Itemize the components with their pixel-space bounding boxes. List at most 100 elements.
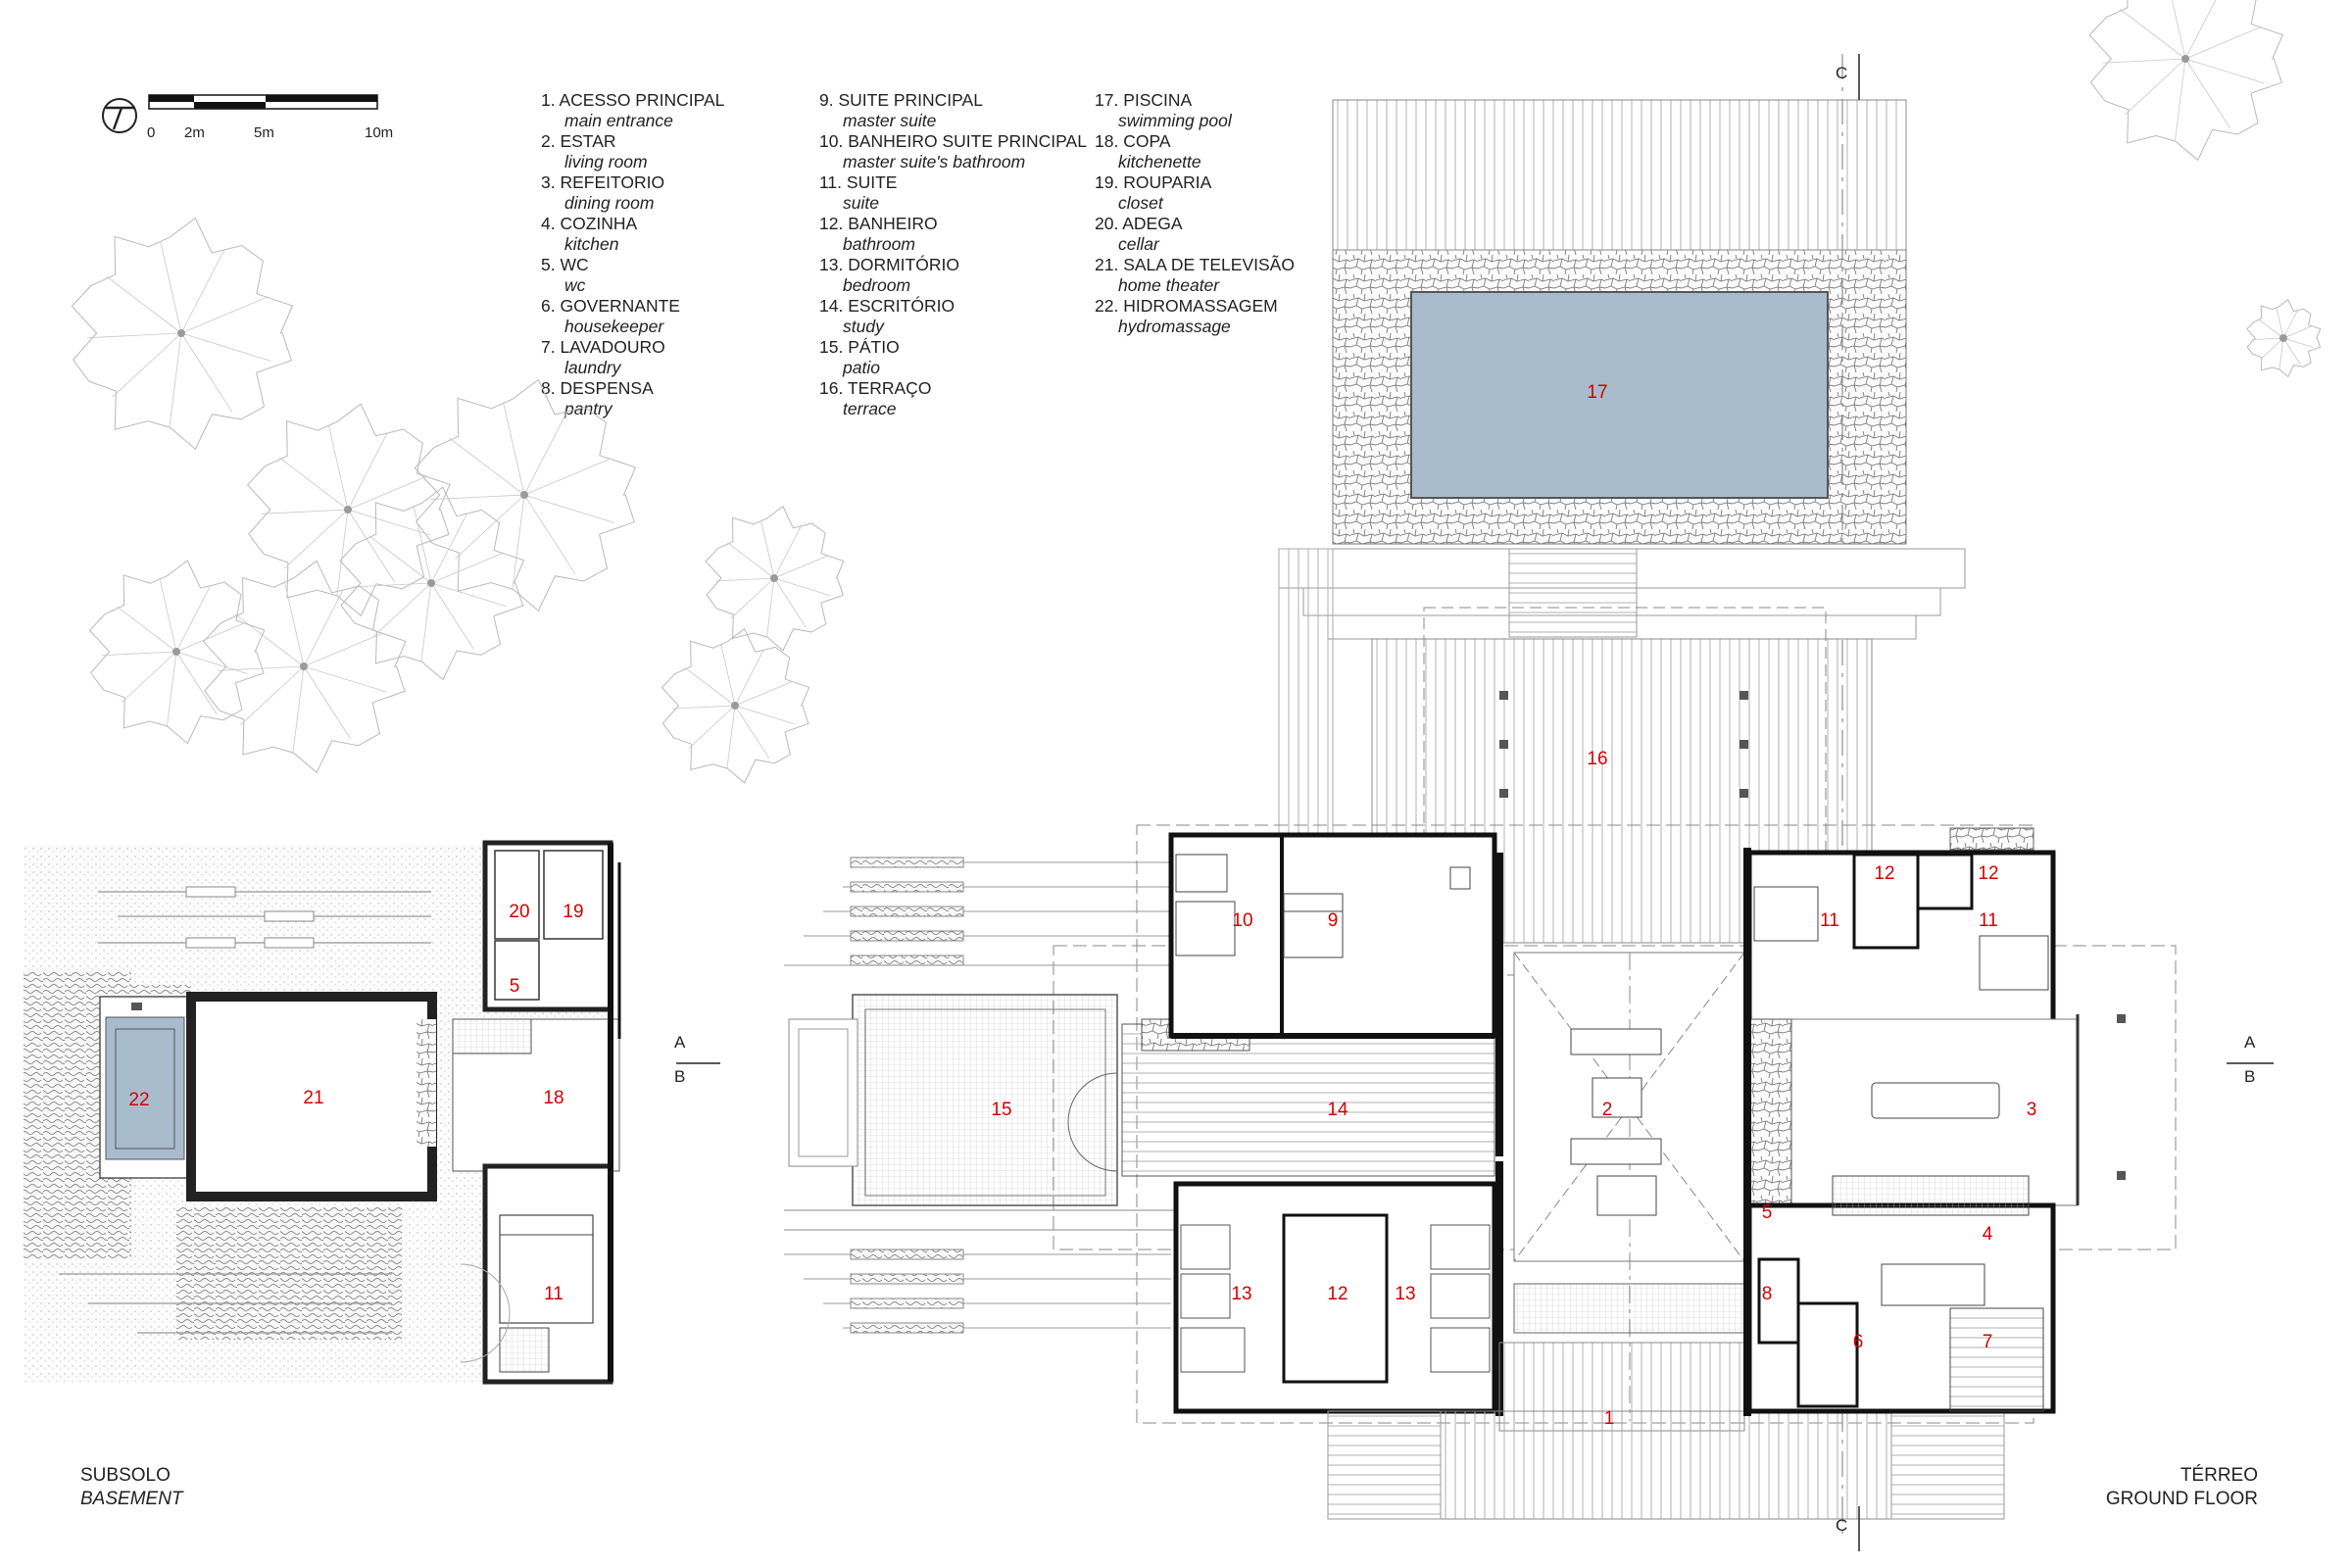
tree-branch: [180, 332, 233, 413]
tree-trunk: [177, 329, 185, 337]
room-number: 12: [1874, 863, 1894, 884]
room-number: 18: [543, 1088, 564, 1108]
tree-branch: [734, 680, 794, 707]
basement-caption-en: BASEMENT: [80, 1489, 183, 1509]
legend-item-en: bedroom: [843, 275, 911, 295]
legend-item-pt: 2. ESTAR: [541, 131, 616, 151]
tree-canopy-icon: [71, 217, 294, 451]
tree-branch: [175, 651, 218, 715]
tree-branch: [2251, 337, 2284, 340]
legend-item-en: pantry: [564, 399, 612, 418]
tree-trunk: [427, 579, 435, 587]
tree-canopy-icon: [705, 505, 845, 652]
tree-branch: [688, 705, 736, 749]
tree-branch: [175, 585, 212, 653]
legend-item-pt: 15. PÁTIO: [819, 337, 900, 357]
room-number: 22: [128, 1090, 149, 1110]
room-number: 9: [1328, 910, 1339, 931]
legend-item-en: home theater: [1118, 275, 1220, 295]
ground-floor-caption-pt: TÉRREO: [2180, 1465, 2258, 1486]
tree-branch: [430, 513, 467, 584]
room-number: 21: [303, 1088, 323, 1108]
scale-tick-2m: 2m: [184, 124, 205, 141]
tree-branch: [2119, 8, 2186, 60]
legend-item-en: cellar: [1118, 234, 1159, 254]
legend-item-en: swimming pool: [1118, 111, 1232, 130]
legend-item-en: study: [843, 317, 884, 336]
tree-branch: [2282, 310, 2298, 339]
north-arrow-icon: [102, 98, 137, 133]
legend-item-pt: 13. DORMITÓRIO: [819, 255, 959, 274]
tree-branch: [347, 509, 396, 583]
basement-room-numbers: 20 19 5 22 21 18 11: [128, 902, 583, 1304]
tree-branch: [180, 332, 271, 362]
tree-branch: [336, 509, 349, 596]
room-number: 13: [1395, 1284, 1415, 1304]
legend-item-en: kitchenette: [1118, 152, 1201, 172]
tree-canopy-icon: [2246, 299, 2322, 378]
tree-branch: [760, 520, 775, 579]
room-number: 7: [1983, 1332, 1993, 1352]
basement-caption-pt: SUBSOLO: [80, 1465, 171, 1486]
legend-item-pt: 11. SUITE: [819, 172, 898, 192]
tree-branch: [2184, 26, 2262, 60]
room-number: 12: [1978, 863, 1998, 884]
tree-branch: [672, 705, 736, 710]
tree-branch: [2171, 0, 2186, 60]
tree-branch: [347, 509, 431, 536]
tree-branch: [347, 432, 388, 511]
tree-branch: [121, 651, 177, 703]
tree-branch: [2282, 337, 2301, 366]
tree-branch: [715, 577, 775, 582]
tree-branch: [2175, 58, 2186, 141]
legend-item-en: master suite: [843, 111, 937, 130]
legend-item-en: suite: [843, 193, 879, 213]
tree-branch: [2276, 307, 2284, 339]
tree-branch: [726, 705, 736, 768]
tree-trunk: [2279, 334, 2287, 342]
tree-branch: [180, 249, 225, 334]
tree-trunk: [300, 662, 308, 670]
tree-branch: [240, 665, 305, 726]
room-number: 15: [991, 1100, 1011, 1120]
tree-branch: [169, 332, 182, 427]
room-number: 12: [1327, 1284, 1348, 1304]
tree-branch: [303, 632, 384, 667]
tree-branch: [430, 552, 504, 584]
legend-item-pt: 7. LAVADOURO: [541, 337, 665, 357]
ground-floor-caption-en: GROUND FLOOR: [2105, 1489, 2258, 1509]
tree-canopy-icon: [88, 560, 266, 745]
tree-branch: [420, 582, 432, 662]
tree-branch: [353, 582, 432, 588]
tree-branch: [449, 437, 525, 496]
tree-branch: [430, 494, 525, 501]
legend-item-en: main entrance: [564, 111, 673, 130]
tree-branch: [2103, 58, 2186, 64]
room-number: 20: [509, 902, 529, 922]
tree-branch: [2184, 58, 2230, 128]
tree-branch: [512, 494, 525, 589]
tree-branch: [234, 613, 305, 667]
section-mark-a-ground: A: [2244, 1033, 2256, 1052]
tree-branch: [303, 589, 344, 667]
tree-branch: [773, 577, 831, 597]
ground-floor-caption: TÉRREO GROUND FLOOR: [2106, 1464, 2258, 1511]
tree-branch: [430, 582, 507, 607]
legend-item-en: bathroom: [843, 234, 915, 254]
section-mark-c-south: C: [1836, 1516, 1847, 1535]
tree-branch: [262, 509, 349, 514]
tree-trunk: [172, 648, 180, 656]
tree-branch: [292, 665, 305, 753]
tree-branch: [734, 705, 770, 760]
tree-branch: [160, 241, 182, 334]
tree-branch: [2282, 337, 2314, 348]
